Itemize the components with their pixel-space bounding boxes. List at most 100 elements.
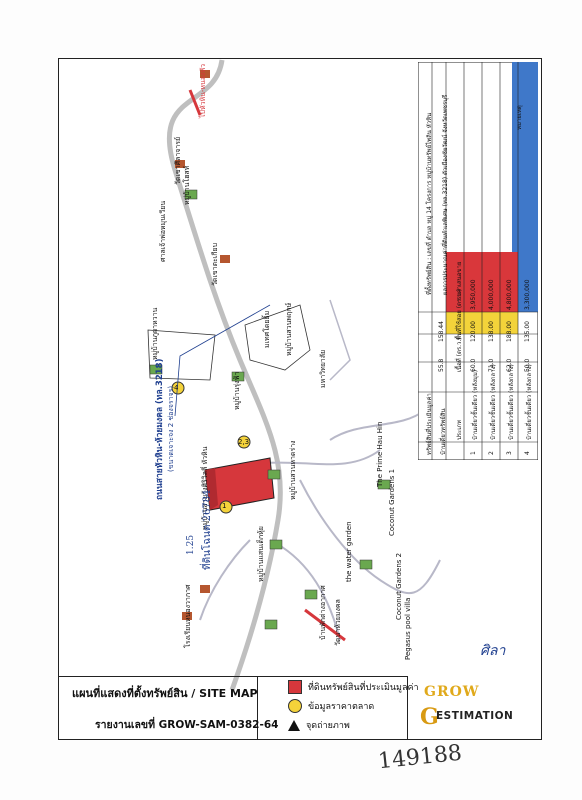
signature: ศิลา bbox=[480, 643, 506, 659]
map-label-village1: หมู่บ้านแสนเด็กหุ้ย bbox=[257, 526, 265, 582]
camera-triangle-icon bbox=[288, 719, 300, 731]
map-label-to-town: ไปหัวหิน-หนองหัว bbox=[199, 63, 207, 118]
house-icons bbox=[149, 189, 391, 630]
map-label-village4: วัดเขาตะเกียบ bbox=[211, 242, 219, 286]
comparable-marker-1 bbox=[219, 500, 233, 514]
marker-label-4: 4 bbox=[174, 384, 179, 392]
map-label-village10: The Prime Hau Hin bbox=[376, 421, 384, 487]
report-number: รายงานเลขที่ GROW-SAM-0382-64 bbox=[95, 719, 279, 731]
road-label-leader bbox=[174, 304, 271, 417]
table-row-building: 188.00 bbox=[506, 321, 513, 342]
map-label-village6: มเทศโดยยิ้ม bbox=[263, 310, 271, 348]
table-row-type: บ้านเดี่ยวชั้นเดียว (หลังกลาง) bbox=[526, 364, 533, 440]
side-road-4 bbox=[199, 539, 251, 621]
legend-photo-label: จุดถ่ายภาพ bbox=[306, 721, 350, 731]
legend-comparable-label: ข้อมูลราคาตลาด bbox=[308, 702, 375, 712]
site-map-title: แผนที่แสดงที่ตั้งทรัพย์สิน / SITE MAP bbox=[72, 687, 258, 700]
table-row-price: 4,000,000 bbox=[488, 279, 495, 310]
legend-subject: ที่ดินทรัพย์สินที่ประเมินมูลค่า bbox=[288, 680, 419, 694]
house-icon bbox=[269, 539, 283, 550]
table-row-no: 1 bbox=[470, 451, 477, 455]
map-label-village14: วัดนาห้วยมงคล bbox=[334, 599, 342, 646]
marker-label-23: 2,3 bbox=[238, 438, 250, 446]
table-subject-row-label: บ้านเดี่ยวทรัพย์สิน bbox=[440, 408, 447, 455]
table-subject-area1: 55.8 bbox=[438, 358, 445, 372]
logo-word-grow: GROW bbox=[424, 684, 480, 700]
table-header-1: ทรัพย์สินที่ประเมินมูลค่า bbox=[426, 393, 433, 455]
table-row-building: 138.00 bbox=[488, 321, 495, 342]
house-icon bbox=[264, 619, 278, 630]
logo-letter-g: G bbox=[420, 704, 439, 730]
house-icon bbox=[231, 371, 245, 382]
map-label-village7: หมู่บ้านสวนหาดร่าง bbox=[289, 440, 297, 500]
temple-icons bbox=[175, 70, 230, 620]
temple-icon bbox=[175, 160, 185, 168]
legend-block bbox=[258, 676, 408, 740]
side-road-5 bbox=[329, 299, 351, 381]
map-label-village17: หมู่บ้านภูผาหวาน bbox=[151, 307, 159, 360]
table-header-3: ผลการประมาณค่าที่ดินทำเลพิเศษ (ทล.3218) … bbox=[442, 94, 449, 295]
table-row-type: บ้านเดี่ยวชั้นเดียว (หลังกลาง) bbox=[490, 364, 497, 440]
side-road-6 bbox=[269, 539, 341, 641]
red-road-marker bbox=[304, 608, 346, 642]
red-road-marker-2 bbox=[188, 89, 202, 116]
table-row-building: 135.00 bbox=[524, 321, 531, 342]
house-icon bbox=[304, 589, 318, 600]
table-row-land: 62.0 bbox=[506, 358, 513, 372]
map-label-village3: วัดเขาศีลาจารย์ bbox=[174, 136, 182, 185]
comparable-table bbox=[418, 62, 538, 460]
table-row-type: บ้านเดี่ยวชั้นเดียว (หลังมุม) bbox=[472, 369, 479, 440]
grow-estimation-logo: GROW G ESTIMATION bbox=[420, 684, 530, 732]
house-icon bbox=[184, 189, 198, 200]
table-col-remark: หมายเหตุ bbox=[516, 105, 523, 130]
map-label-village9: Coconut Gardens 2 bbox=[395, 552, 403, 620]
road-main-label: ถนนสายหัวหิน-ห้วยมงคล (ทล.3218) bbox=[155, 358, 165, 500]
road-sub-label: (ขนาดเจาะจง 2 ช่องจราจร) bbox=[167, 385, 175, 472]
subject-swatch-icon bbox=[288, 680, 302, 694]
table-row-no: 3 bbox=[506, 451, 513, 455]
table-row-price: 3,950,000 bbox=[470, 279, 477, 310]
table-subject-area2: 158.44 bbox=[438, 321, 445, 342]
marker-label-1: 1 bbox=[222, 502, 227, 510]
subject-plot bbox=[204, 457, 275, 511]
table-row-price: 3,300,000 bbox=[524, 279, 531, 310]
map-label-village19: หมู่บ้านสวนพฤกษ์ bbox=[285, 302, 293, 356]
map-label-village11: the water garden bbox=[345, 521, 353, 582]
legend-photo: จุดถ่ายภาพ bbox=[288, 718, 350, 732]
comparable-marker-2 bbox=[237, 435, 251, 449]
map-label-village13: บ้านพักต่างอากาศ bbox=[319, 585, 327, 640]
table-header-2: ที่ตั้งทรัพย์สิน : เลขที่ ตำบล หมู่ 14 โ… bbox=[426, 112, 433, 295]
table-col-price: ราคาเสนอขาย bbox=[456, 261, 463, 300]
legend-comparable: ข้อมูลราคาตลาด bbox=[288, 699, 374, 713]
house-icon bbox=[359, 559, 373, 570]
main-road bbox=[166, 59, 283, 691]
table-col-type: ประเภท bbox=[456, 419, 463, 440]
table-row-type: บ้านเดี่ยวชั้นเดียว (หลังกลาง) bbox=[508, 364, 515, 440]
map-label-village16: มหาวิทยาลัย bbox=[319, 349, 327, 388]
handwritten-note-bottom: ที่ดินโฉนด 26784 bbox=[202, 489, 213, 570]
village-boundary-1 bbox=[147, 329, 216, 381]
comparable-swatch-icon bbox=[288, 699, 302, 713]
map-label-village18: หมู่บ้านรุ่งฟ้า bbox=[233, 371, 241, 410]
table-row-land: 71.0 bbox=[488, 358, 495, 372]
title-block bbox=[58, 676, 258, 740]
handwritten-note-top: 1.25 bbox=[186, 534, 196, 555]
table-row-no: 2 bbox=[488, 451, 495, 455]
table-col-land: เนื้อที่ (ตร.ว.) bbox=[456, 337, 463, 372]
side-road-2 bbox=[299, 479, 441, 595]
side-road-3 bbox=[329, 409, 426, 441]
table-row-price: 4,800,000 bbox=[506, 279, 513, 310]
table-row-building: 120.00 bbox=[470, 321, 477, 342]
house-icon bbox=[149, 364, 163, 375]
map-label-village8: Coconut Gardens 1 bbox=[388, 468, 396, 536]
village-boundary-2 bbox=[244, 304, 311, 371]
table-row-land: 60.0 bbox=[470, 358, 477, 372]
house-icon bbox=[377, 479, 391, 490]
map-label-village12: Pegasus pool villa bbox=[404, 597, 412, 660]
temple-icon bbox=[220, 255, 230, 263]
temple-icon bbox=[200, 585, 210, 593]
legend-subject-label: ที่ดินทรัพย์สินที่ประเมินมูลค่า bbox=[308, 683, 419, 693]
map-label-village15: โรงเรียนหนองวากาศ bbox=[184, 584, 192, 648]
map-label-village5: ศาลเจ้าพ่อหมุนเวียน bbox=[159, 200, 167, 262]
